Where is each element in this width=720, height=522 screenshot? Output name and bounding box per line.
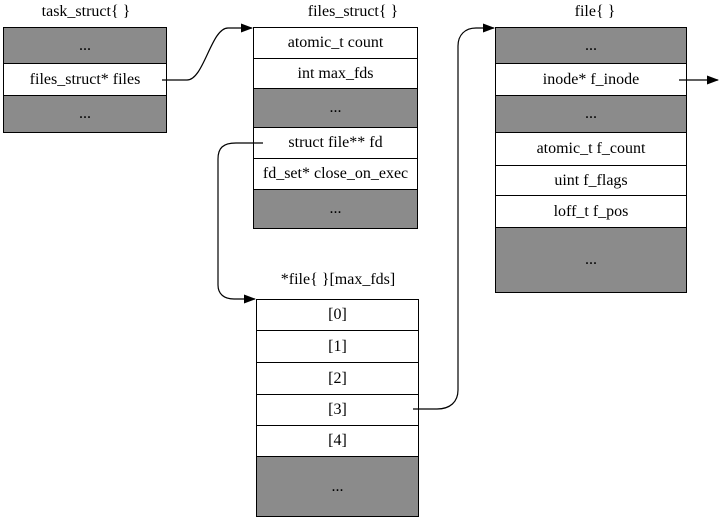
array-slot-row: [0]: [257, 300, 418, 331]
field-row: loff_t f_pos: [496, 196, 686, 228]
field-label: atomic_t count: [287, 34, 384, 51]
slot3-pointer-arrow: [413, 23, 495, 410]
field-row: inode* f_inode: [496, 64, 686, 96]
array-slot-label: [0]: [328, 306, 347, 323]
field-row: ...: [254, 190, 417, 228]
field-label: ...: [585, 36, 597, 54]
field-row: ...: [4, 28, 166, 64]
field-label: files_struct* files: [29, 70, 141, 88]
field-label: ...: [329, 200, 342, 217]
field-row: ...: [496, 28, 686, 64]
field-label: int max_fds: [297, 64, 374, 82]
field-row: files_struct* files: [4, 64, 166, 96]
field-label: uint f_flags: [554, 171, 628, 189]
field-row: atomic_t count: [254, 28, 417, 59]
field-row: ...: [4, 96, 166, 132]
files-pointer-arrow: [162, 23, 253, 81]
field-label: ...: [79, 36, 91, 54]
array-slot-row: [4]: [257, 426, 418, 457]
field-label: ...: [79, 105, 91, 122]
files-struct-box: atomic_t count int max_fds ... struct fi…: [253, 27, 418, 229]
fd-array-title: *file{ }[max_fds]: [280, 271, 396, 288]
array-slot-label: [1]: [328, 337, 347, 355]
array-slot-row: [3]: [257, 395, 418, 426]
field-label: ...: [585, 105, 597, 122]
field-row: uint f_flags: [496, 166, 686, 196]
field-label: struct file** fd: [288, 134, 383, 151]
field-row: ...: [496, 228, 686, 292]
array-slot-label: [4]: [328, 432, 347, 449]
field-row: ...: [254, 89, 417, 128]
task-struct-box: ... files_struct* files ...: [3, 27, 167, 133]
field-label: loff_t f_pos: [553, 202, 629, 220]
field-label: fd_set* close_on_exec: [262, 165, 409, 182]
array-slot-row: ...: [257, 457, 418, 516]
field-row: struct file** fd: [254, 128, 417, 159]
fd-array-box: [0] [1] [2] [3] [4] ...: [256, 299, 419, 517]
field-label: inode* f_inode: [542, 70, 640, 88]
field-row: fd_set* close_on_exec: [254, 159, 417, 190]
field-row: ...: [496, 96, 686, 133]
field-row: atomic_t f_count: [496, 133, 686, 166]
array-slot-label: [3]: [328, 401, 347, 418]
field-row: int max_fds: [254, 59, 417, 89]
field-label: atomic_t f_count: [536, 140, 646, 157]
field-label: ...: [585, 251, 597, 268]
array-slot-row: [1]: [257, 331, 418, 363]
task-struct-title: task_struct{ }: [41, 3, 131, 20]
file-struct-title: file{ }: [574, 3, 616, 20]
field-label: ...: [329, 99, 342, 116]
array-slot-row: [2]: [257, 363, 418, 395]
file-struct-box: ... inode* f_inode ... atomic_t f_count …: [495, 27, 687, 293]
array-slot-label: ...: [331, 477, 344, 495]
files-struct-title: files_struct{ }: [307, 3, 399, 20]
array-slot-label: [2]: [328, 369, 347, 387]
